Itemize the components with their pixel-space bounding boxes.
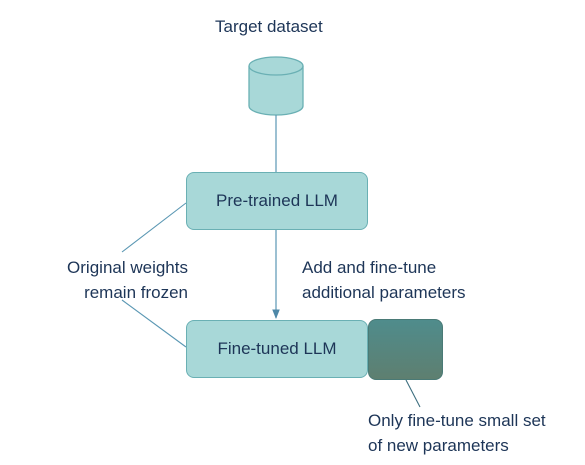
frozen-leader-bottom bbox=[121, 299, 187, 348]
target-dataset-icon bbox=[248, 56, 304, 116]
frozen-weights-line1: Original weights bbox=[67, 258, 188, 277]
frozen-leader-top bbox=[121, 202, 187, 253]
finetuned-llm-label: Fine-tuned LLM bbox=[217, 339, 337, 358]
pretrained-llm-node: Pre-trained LLM bbox=[186, 172, 368, 230]
target-dataset-label: Target dataset bbox=[215, 17, 323, 36]
finetuned-llm-node: Fine-tuned LLM bbox=[186, 320, 368, 378]
add-params-line2: additional parameters bbox=[302, 283, 466, 302]
pretrained-llm-label: Pre-trained LLM bbox=[216, 191, 338, 210]
small-set-annotation: Only fine-tune small set of new paramete… bbox=[368, 408, 546, 458]
frozen-weights-line2: remain frozen bbox=[84, 283, 188, 302]
small-set-line2: of new parameters bbox=[368, 436, 509, 455]
add-params-line1: Add and fine-tune bbox=[302, 258, 437, 277]
new-params-leader bbox=[405, 379, 421, 408]
small-set-line1: Only fine-tune small set bbox=[368, 411, 546, 430]
frozen-weights-annotation: Original weights remain frozen bbox=[60, 255, 188, 305]
add-params-annotation: Add and fine-tune additional parameters bbox=[302, 255, 465, 305]
new-parameters-node bbox=[368, 319, 443, 380]
